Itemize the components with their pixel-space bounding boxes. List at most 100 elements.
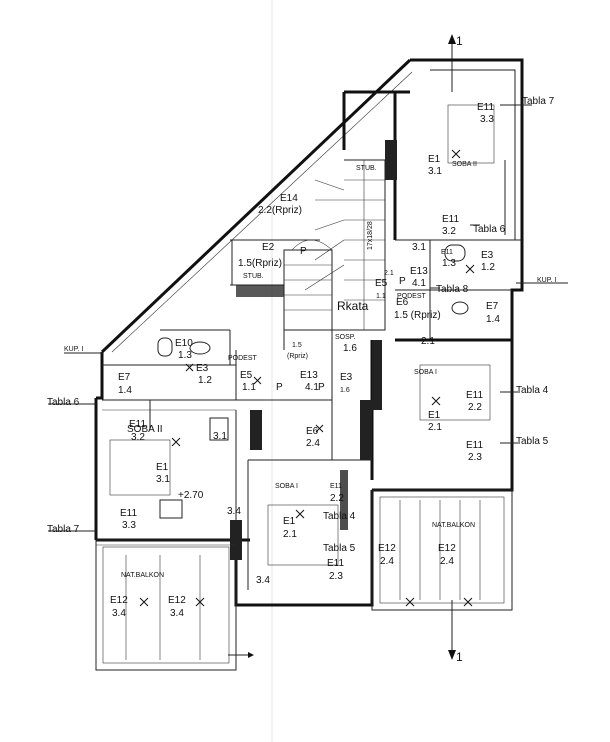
- section-marker-bottom: 1: [448, 600, 463, 664]
- stair-code: 17x18/28: [367, 221, 374, 250]
- circuit-e13-41-r-num: 4.1: [412, 278, 426, 289]
- socket-p-1: P: [300, 246, 307, 257]
- socket-p-3: P: [276, 382, 283, 393]
- room-sosp: SOSP.: [335, 334, 356, 341]
- circuit-e12-34-a-num: 3.4: [112, 608, 126, 619]
- circuit-e12-34-b-num: 3.4: [170, 608, 184, 619]
- circuit-e11-23-r-code: E11: [466, 440, 483, 451]
- circuit-e11-23-c-num: 2.3: [329, 571, 343, 582]
- room-soba-ii-left: SOBA II: [127, 424, 163, 435]
- rpriz-value: (Rpriz): [287, 353, 308, 360]
- socket-p-2: P: [399, 276, 406, 287]
- circuit-e10-13-code: E10: [175, 338, 193, 349]
- circuit-e11-23-c-code: E11: [327, 558, 344, 569]
- circuit-e6-24-code: E6: [306, 426, 319, 437]
- circuit-e5-11-c-num: 1.1: [242, 382, 256, 393]
- circuit-e3-16-code: E3: [340, 372, 353, 383]
- circuit-e11-32-top-num: 3.2: [442, 226, 456, 237]
- value-21-a: 2.1: [421, 336, 435, 347]
- room-labels: SOBA II SOBA II SOBA I SOBA I PODEST POD…: [64, 161, 556, 579]
- room-nat-balkon-left: NAT.BALKON: [121, 572, 164, 579]
- circuit-e1-31-l-num: 3.1: [156, 474, 170, 485]
- room-nat-balkon-right: NAT.BALKON: [432, 522, 475, 529]
- section-marker-top: 1: [448, 34, 463, 92]
- circuit-e3-12-l-code: E3: [196, 363, 209, 374]
- circuit-e3-12-l-num: 1.2: [198, 375, 212, 386]
- socket-p-4: P: [318, 382, 325, 393]
- circuit-e7-14-l-num: 1.4: [118, 385, 132, 396]
- room-soba-i-right: SOBA I: [414, 369, 437, 376]
- room-soba-i-center: SOBA I: [275, 483, 298, 490]
- value-31-b: 3.1: [412, 242, 426, 253]
- circuit-e11-13-num: 1.3: [442, 258, 456, 269]
- value-34-a: 3.4: [227, 506, 241, 517]
- circuit-e1-21-c-code: E1: [283, 516, 296, 527]
- misc-values: 1.6 1.5 (Rpriz) 2.1 2.1 3.1 3.1 3.4 3.4 …: [178, 242, 435, 586]
- circuit-e11-32-l-code: E11: [129, 419, 146, 430]
- circuit-e1-31-top-num: 3.1: [428, 166, 442, 177]
- circuit-e11-23-r-num: 2.3: [468, 452, 482, 463]
- circuit-e6-15-code: E6: [396, 297, 409, 308]
- value-21-b: 2.1: [384, 270, 394, 277]
- circuit-e7-14-r-code: E7: [486, 301, 499, 312]
- tabla-5-right: Tabla 5: [516, 436, 549, 447]
- tabla-labels: Tabla 7 Tabla 6 Tabla 8 Tabla 4 Tabla 5 …: [47, 96, 555, 554]
- tabla-6-left: Tabla 6: [47, 397, 80, 408]
- circuit-e1-31-top-code: E1: [428, 154, 441, 165]
- circuit-e1-21-r-num: 2.1: [428, 422, 442, 433]
- section-label-bottom: 1: [456, 650, 463, 664]
- tabla-8: Tabla 8: [436, 284, 469, 295]
- circuit-e12-24-a-code: E12: [378, 543, 396, 554]
- circuit-e1-21-r-code: E1: [428, 410, 441, 421]
- circuit-e11-22-r-num: 2.2: [468, 402, 482, 413]
- circuit-e7-14-r-num: 1.4: [486, 314, 500, 325]
- circuit-e5-11-r-code: E5: [375, 278, 388, 289]
- circuit-e3-12-r-num: 1.2: [481, 262, 495, 273]
- circuit-e5-11-c-code: E5: [240, 370, 253, 381]
- circuit-e12-34-b-code: E12: [168, 595, 186, 606]
- furniture: [109, 104, 495, 566]
- circuit-e11-22-c-code: E11: [330, 483, 342, 490]
- circuit-e11-32-top-code: E11: [442, 214, 459, 225]
- circuit-e3-16-num: 1.6: [340, 387, 350, 394]
- circuit-e13-41-c-num: 4.1: [305, 382, 319, 393]
- room-stub-center: STUB.: [243, 273, 264, 280]
- sosp-value: 1.6: [343, 343, 357, 354]
- circuit-e11-33-top-code: E11: [477, 102, 494, 113]
- tabla-4-right: Tabla 4: [516, 385, 549, 396]
- circuit-e11-22-c-num: 2.2: [330, 493, 344, 504]
- room-stub-top: STUB.: [356, 165, 377, 172]
- value-34-b: 3.4: [256, 575, 270, 586]
- circuit-e11-32-l-num: 3.2: [131, 432, 145, 443]
- circuit-e2-num: 1.5(Rpriz): [238, 258, 282, 269]
- e15-value: 1.5: [292, 342, 302, 349]
- circuit-e2-code: E2: [262, 242, 275, 253]
- tabla-7-top: Tabla 7: [522, 96, 555, 107]
- circuit-e12-24-b-num: 2.4: [440, 556, 454, 567]
- light-crosses: [139, 149, 475, 607]
- circuit-e12-34-a-code: E12: [110, 595, 128, 606]
- room-kup-left: KUP. I: [64, 346, 83, 353]
- balcony-left: [95, 539, 254, 671]
- tabla-7-left: Tabla 7: [47, 524, 80, 535]
- circuit-e11-22-r-code: E11: [466, 390, 483, 401]
- section-label-top: 1: [456, 34, 463, 48]
- tabla-4-center: Tabla 4: [323, 511, 356, 522]
- circuit-e12-24-b-code: E12: [438, 543, 456, 554]
- circuit-e11-13-code: E11: [441, 249, 453, 256]
- circuit-e5-11-r-num: 1.1: [376, 293, 386, 300]
- circuit-e6-24-num: 2.4: [306, 438, 320, 449]
- room-podest-center: PODEST: [228, 355, 258, 362]
- circuit-e1-31-l-code: E1: [156, 462, 169, 473]
- circuit-e13-41-r-code: E13: [410, 266, 428, 277]
- circuit-e12-24-a-num: 2.4: [380, 556, 394, 567]
- circuit-e14-code: E14: [280, 193, 298, 204]
- circuit-e10-13-num: 1.3: [178, 350, 192, 361]
- balcony-right: [371, 489, 513, 611]
- circuit-e11-33-top-num: 3.3: [480, 114, 494, 125]
- circuit-e11-33-l-code: E11: [120, 508, 137, 519]
- level-mark: +2.70: [178, 490, 204, 501]
- bathroom-fixtures: [157, 244, 469, 519]
- circuit-e11-33-l-num: 3.3: [122, 520, 136, 531]
